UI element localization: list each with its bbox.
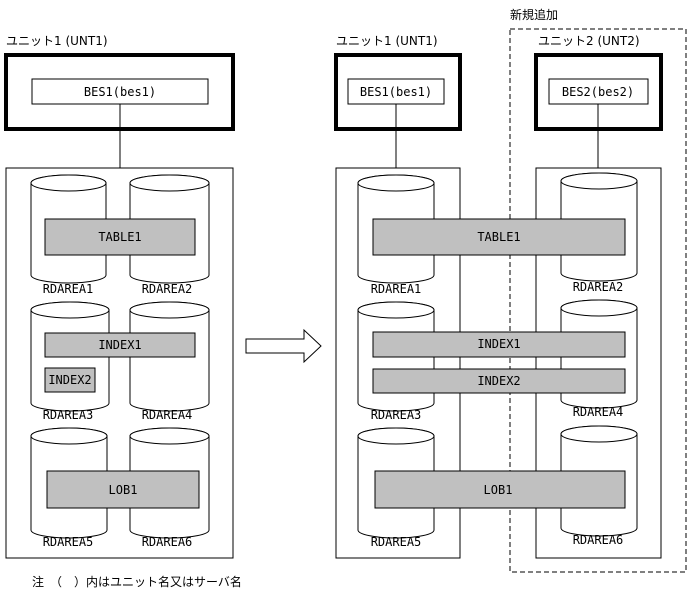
left-rdarea3-label: RDAREA3	[43, 408, 94, 422]
new-addition-label: 新規追加	[510, 8, 559, 22]
note-text: 注 （ ）内はユニット名又はサーバ名	[32, 575, 242, 589]
right-rdarea-group-box-1	[335, 167, 461, 559]
right-bes2-label: BES2(bes2)	[562, 85, 634, 99]
right-bes1-label: BES1(bes1)	[360, 85, 432, 99]
right-bes2-box	[548, 78, 649, 105]
right-unit1-label: ユニット1 (UNT1)	[336, 34, 438, 48]
right-index1-bar	[372, 331, 626, 358]
right-rdarea2-label: RDAREA2	[573, 280, 624, 294]
structure-layer: BES1(bes1) TABLE1 RDAREA1 RDAREA2 INDEX1…	[4, 28, 687, 573]
right-rdarea1-cylinder	[357, 174, 435, 284]
left-rdarea6-label: RDAREA6	[142, 535, 193, 549]
left-rdarea4-label: RDAREA4	[142, 408, 193, 422]
left-bes1-label: BES1(bes1)	[84, 85, 156, 99]
left-lob1-label: LOB1	[109, 483, 138, 497]
left-unit-label: ユニット1 (UNT1)	[6, 34, 108, 48]
right-table1-label: TABLE1	[477, 230, 520, 244]
left-index2-label: INDEX2	[48, 373, 91, 387]
right-unit1-box	[334, 53, 462, 131]
right-table1-bar	[372, 218, 626, 256]
transition-arrow	[245, 328, 322, 364]
right-rdarea5-label: RDAREA5	[371, 535, 422, 549]
left-index2-bar	[44, 367, 96, 393]
right-lob1-bar	[374, 470, 626, 509]
right-index2-bar	[372, 368, 626, 394]
right-unit2-label: ユニット2 (UNT2)	[538, 34, 640, 48]
right-rdarea1-label: RDAREA1	[371, 282, 422, 296]
left-rdarea-group-box	[5, 167, 234, 559]
left-rdarea2-label: RDAREA2	[142, 282, 193, 296]
right-lob1-label: LOB1	[484, 483, 513, 497]
right-index1-label: INDEX1	[477, 337, 520, 351]
right-bes1-box	[347, 78, 445, 105]
left-rdarea1-label: RDAREA1	[43, 282, 94, 296]
right-rdarea-group-box-2	[535, 167, 662, 559]
left-lob1-bar	[46, 470, 200, 509]
right-index2-label: INDEX2	[477, 374, 520, 388]
right-rdarea4-label: RDAREA4	[573, 405, 624, 419]
right-rdarea3-label: RDAREA3	[371, 408, 422, 422]
left-rdarea5-label: RDAREA5	[43, 535, 94, 549]
new-addition-dashed-box	[509, 28, 687, 573]
left-index1-label: INDEX1	[98, 338, 141, 352]
left-bes1-box	[31, 78, 209, 105]
left-table1-label: TABLE1	[98, 230, 141, 244]
left-index1-bar	[44, 332, 196, 358]
right-rdarea6-label: RDAREA6	[573, 533, 624, 547]
left-table1-bar	[44, 218, 196, 256]
